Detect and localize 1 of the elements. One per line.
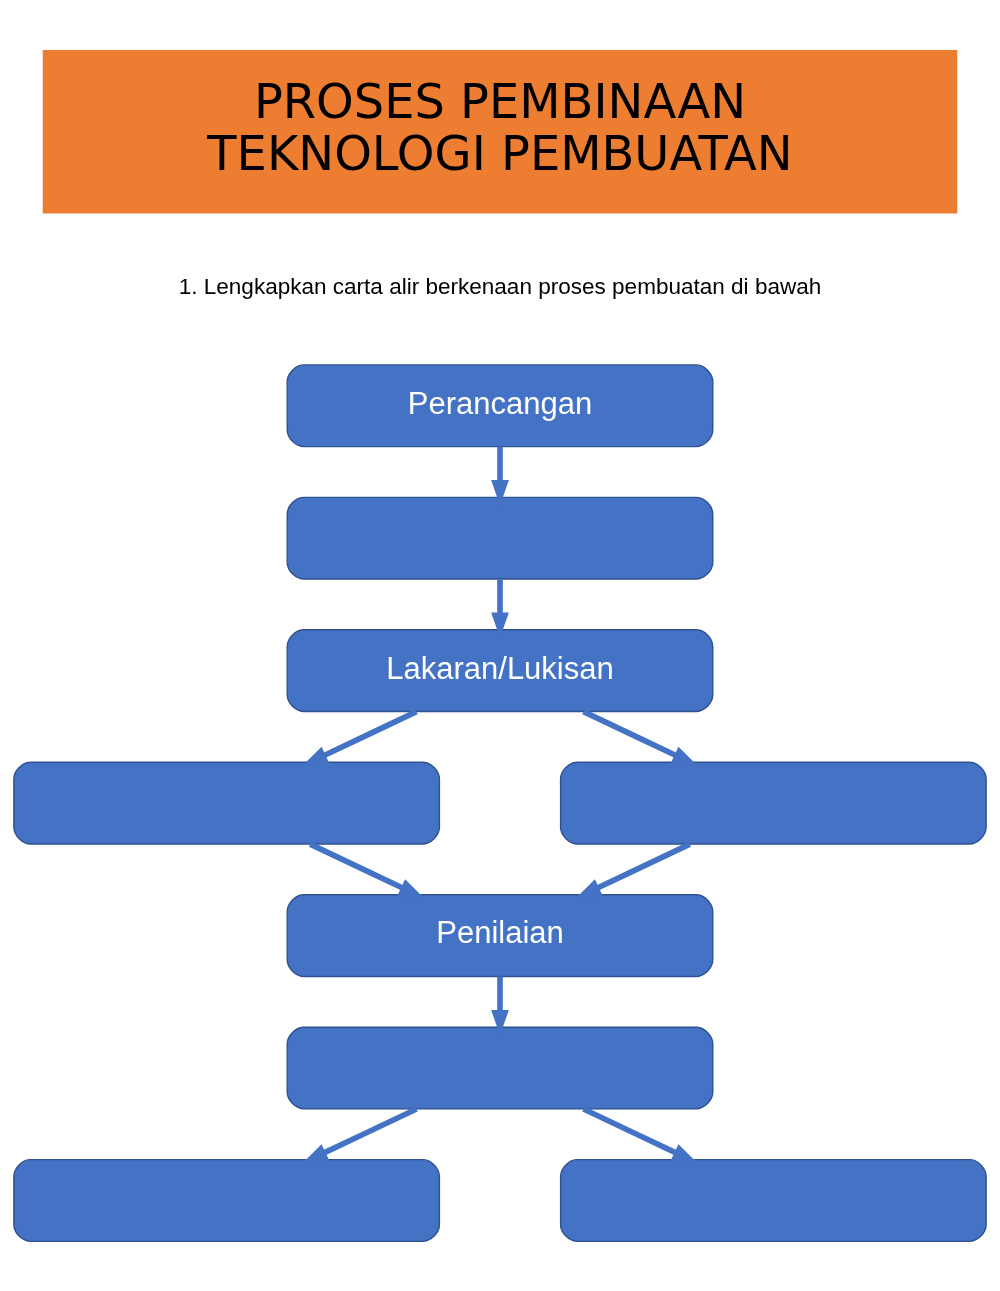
label: 1. Lengkapkan carta alir berkenaan proses pembuatan di bawah [178, 273, 822, 299]
